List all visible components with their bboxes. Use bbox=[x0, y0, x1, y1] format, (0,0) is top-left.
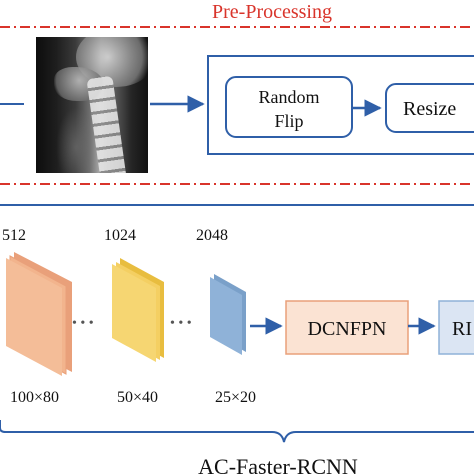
dcnfpn-label: DCNFPN bbox=[308, 318, 387, 340]
network-brace bbox=[0, 420, 474, 443]
channel-label-2048: 2048 bbox=[196, 227, 228, 244]
xray-image bbox=[36, 37, 148, 173]
dcnfpn-box bbox=[285, 300, 409, 355]
ellipsis-1: • • • bbox=[72, 316, 94, 331]
size-label-1: 100×80 bbox=[10, 389, 59, 406]
resize-box bbox=[385, 83, 474, 133]
ellipsis-2: • • • bbox=[170, 316, 192, 331]
network-title: AC-Faster-RCNN bbox=[198, 454, 358, 474]
random-flip-label-1: Random bbox=[259, 87, 320, 107]
channel-label-512: 512 bbox=[2, 227, 26, 244]
feature-map-3 bbox=[210, 274, 246, 355]
ri-label: RI bbox=[452, 318, 472, 340]
xray-soft-tissue-shape bbox=[56, 107, 96, 173]
resize-label: Resize bbox=[403, 98, 456, 120]
random-flip-label-2: Flip bbox=[274, 111, 303, 131]
size-label-2: 50×40 bbox=[117, 389, 158, 406]
preprocessing-title: Pre-Processing bbox=[212, 1, 332, 23]
feature-map-1 bbox=[6, 252, 72, 376]
augmentation-box bbox=[207, 55, 474, 155]
feature-map-2 bbox=[112, 258, 164, 362]
channel-label-1024: 1024 bbox=[104, 227, 136, 244]
ri-box bbox=[438, 300, 474, 355]
size-label-3: 25×20 bbox=[215, 389, 256, 406]
